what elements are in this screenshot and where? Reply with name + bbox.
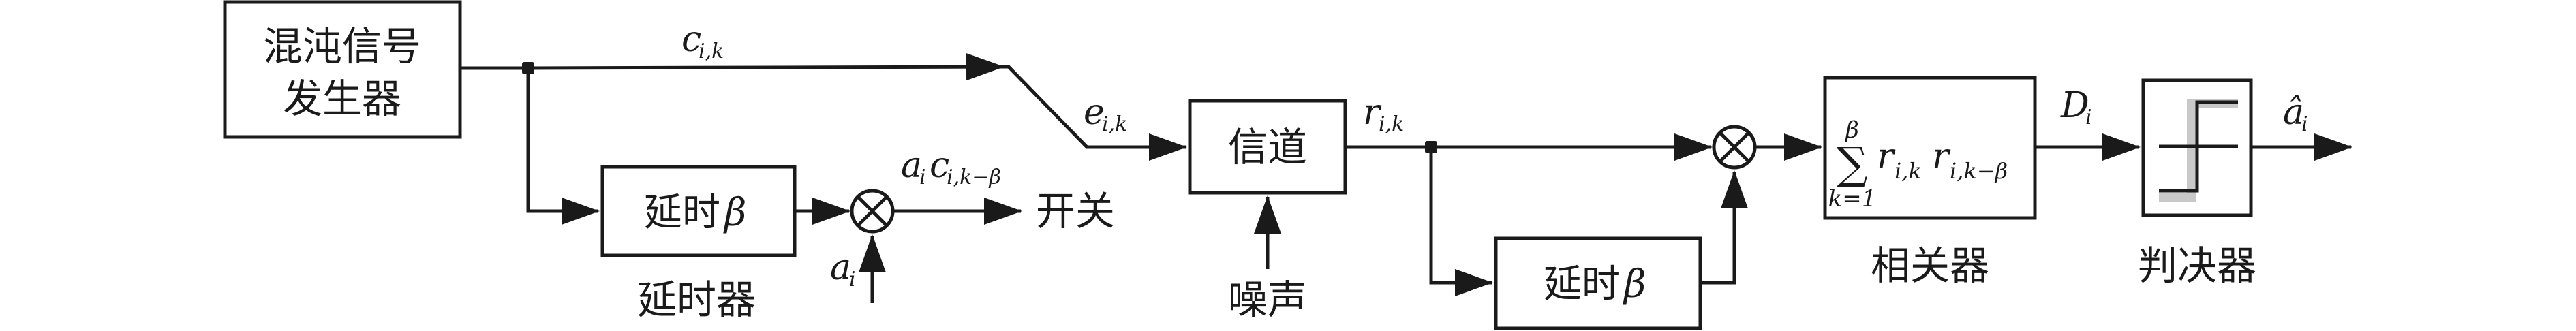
label-r-ik: r i,k — [1363, 92, 1404, 136]
svg-text:r: r — [1363, 92, 1382, 133]
correlator-term1: r — [1877, 136, 1896, 177]
correlator-term1-sub: i,k — [1895, 158, 1922, 184]
svg-text:i: i — [849, 268, 856, 291]
svg-text:e: e — [1084, 92, 1105, 133]
wire-to-delay-bottom — [1429, 147, 1493, 296]
label-Di: D i — [2060, 85, 2092, 129]
channel-block: 信道 — [1188, 99, 1347, 195]
correlator-block: β ∑ k=1 r i,k r i,k−β — [1823, 76, 2037, 220]
decision-block — [2141, 78, 2253, 217]
svg-text:i: i — [2301, 112, 2308, 136]
chaos-generator-block: 混沌信号 发生器 — [223, 0, 462, 139]
delay-bottom-beta: β — [1623, 262, 1646, 306]
svg-text:i,k: i,k — [1102, 112, 1127, 136]
delay-block-top: 延时 β — [600, 165, 797, 257]
delay-block-bottom: 延时 β — [1494, 236, 1702, 330]
chaos-generator-line1: 混沌信号 — [263, 23, 421, 69]
chaos-generator-line2: 发生器 — [283, 76, 401, 122]
wire-c-top — [527, 53, 1005, 81]
svg-text:i: i — [919, 166, 926, 189]
svg-text:i,k: i,k — [699, 40, 724, 63]
delay-bottom-label: 延时 — [1544, 262, 1620, 306]
wire-e-to-channel — [1003, 65, 1187, 161]
decider-caption: 判决器 — [2138, 242, 2256, 289]
label-ai: a i — [830, 247, 856, 291]
svg-text:a: a — [830, 247, 851, 288]
label-ahat-i: â i — [2283, 92, 2308, 136]
delayer-caption: 延时器 — [637, 277, 756, 323]
correlator-lower-limit: k=1 — [1828, 185, 1877, 212]
svg-text:i,k: i,k — [1379, 112, 1404, 136]
correlator-term2-sub: i,k−β — [1950, 158, 2008, 184]
correlator-term2: r — [1932, 136, 1951, 177]
correlator-caption: 相关器 — [1871, 242, 1989, 289]
correlator-upper-limit: β — [1844, 116, 1859, 144]
wire-to-delay-top — [526, 68, 600, 225]
switch-caption: 开关 — [1036, 188, 1115, 234]
svg-text:i: i — [2085, 106, 2092, 129]
svg-text:â: â — [2283, 92, 2304, 133]
label-e-ik: e i,k — [1084, 92, 1127, 136]
label-ai-c-ik-beta: a i c i,k−β — [901, 145, 1001, 189]
svg-text:D: D — [2060, 85, 2089, 126]
svg-text:a: a — [901, 145, 922, 186]
multiplier-top — [850, 189, 895, 234]
delay-top-label: 延时 — [644, 191, 720, 235]
multiplier-right — [1712, 125, 1757, 170]
svg-text:c: c — [930, 145, 949, 186]
channel-label: 信道 — [1228, 124, 1307, 170]
noise-caption: 噪声 — [1228, 277, 1307, 323]
label-c-ik: c i,k — [681, 19, 724, 63]
wire-delay-bottom-up — [1700, 170, 1748, 285]
svg-text:c: c — [681, 19, 701, 60]
svg-text:i,k−β: i,k−β — [947, 166, 1001, 189]
correlator-sum-sign: ∑ — [1837, 139, 1868, 189]
delay-top-beta: β — [723, 191, 746, 235]
